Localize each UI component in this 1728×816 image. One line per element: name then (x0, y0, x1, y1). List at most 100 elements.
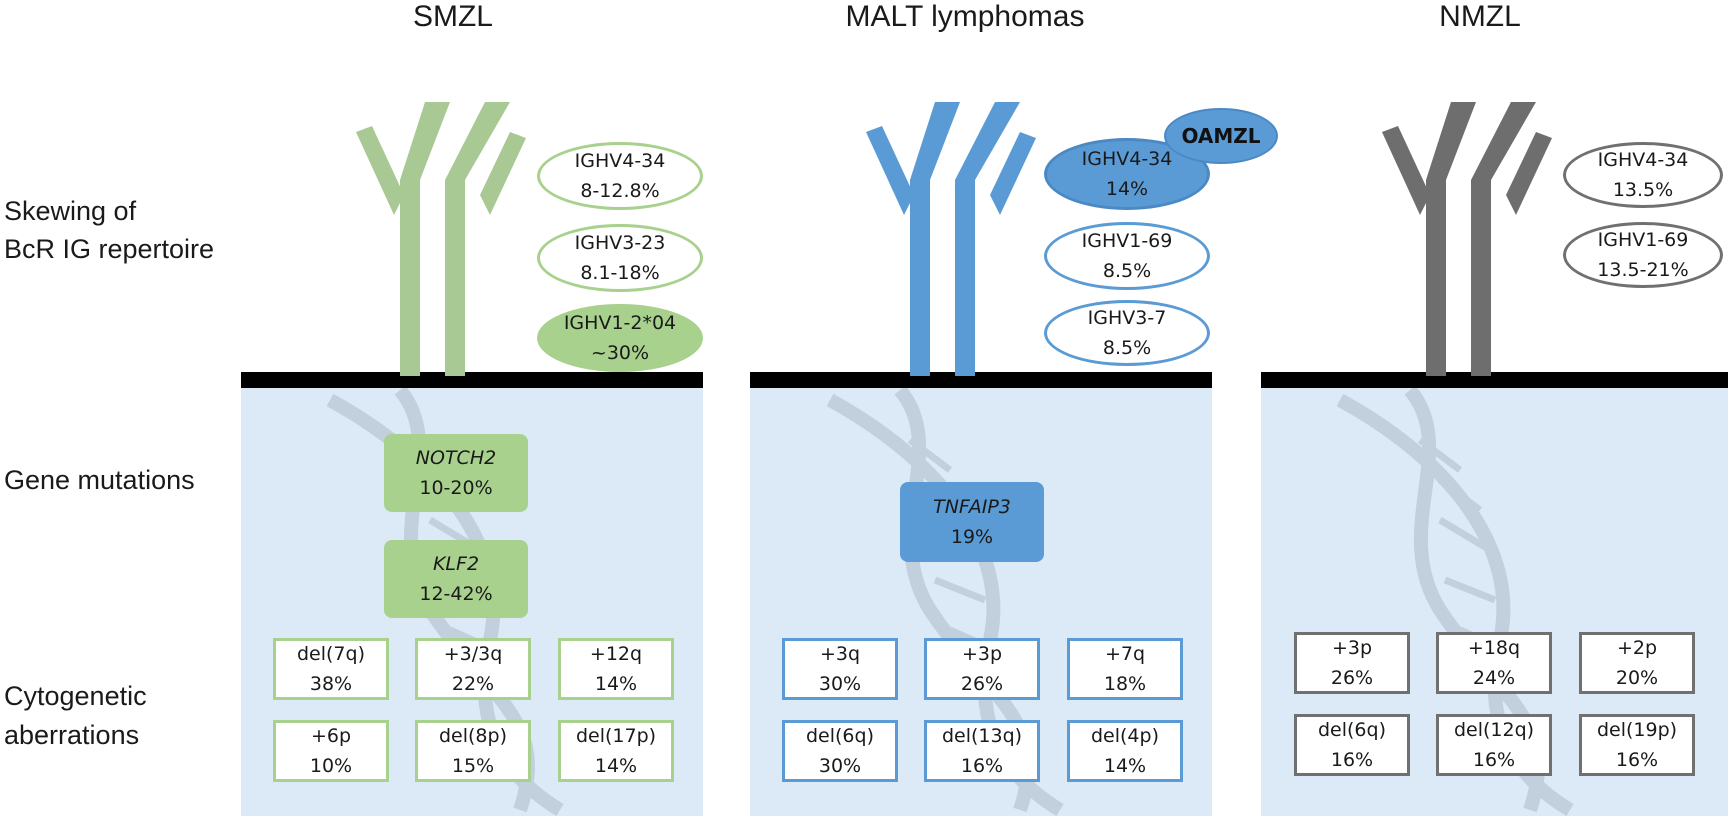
ig-gene: IGHV1-2*04 (563, 312, 677, 334)
cytogenetic-name: del(17p) (575, 725, 657, 747)
cytogenetic-box: +3q 30% (782, 638, 898, 700)
cytogenetic-percent: 18% (1103, 673, 1147, 695)
ig-oval: IGHV4-34 8-12.8% (537, 142, 703, 210)
cytogenetic-box: +3p 26% (1294, 632, 1410, 694)
ig-gene: IGHV4-34 (1081, 148, 1173, 170)
cytogenetic-name: del(6q) (1317, 719, 1386, 741)
cytogenetic-percent: 30% (818, 673, 862, 695)
antibody-icon-nmzl (1382, 102, 1552, 376)
row-label-gene-mutations: Gene mutations (4, 465, 195, 495)
ig-oval: IGHV3-7 8.5% (1044, 300, 1210, 366)
mutation-box: NOTCH2 10-20% (384, 434, 528, 512)
ig-percent: ~30% (590, 342, 650, 364)
cell-membrane-smzl (241, 372, 703, 388)
ig-gene: IGHV4-34 (574, 150, 666, 172)
cytogenetic-box: +7q 18% (1067, 638, 1183, 700)
ig-gene: IGHV1-69 (1081, 230, 1173, 252)
cytogenetic-percent: 24% (1472, 667, 1516, 689)
cytogenetic-name: +3p (961, 643, 1003, 665)
cytogenetic-percent: 22% (451, 673, 495, 695)
cytogenetic-box: del(12q) 16% (1436, 714, 1552, 776)
antibody-icon-smzl (356, 102, 526, 376)
ig-oval: IGHV4-34 13.5% (1563, 142, 1723, 208)
oamzl-badge: OAMZL (1164, 108, 1278, 164)
cytogenetic-percent: 16% (1615, 749, 1659, 771)
cytogenetic-box: +18q 24% (1436, 632, 1552, 694)
mutation-percent: 19% (950, 526, 994, 548)
cytogenetic-percent: 30% (818, 755, 862, 777)
cytogenetic-name: +3p (1331, 637, 1373, 659)
cytogenetic-percent: 15% (451, 755, 495, 777)
cell-membrane-nmzl (1261, 372, 1728, 388)
cytogenetic-box: del(19p) 16% (1579, 714, 1695, 776)
mutation-percent: 12-42% (419, 583, 493, 605)
cytogenetic-percent: 16% (1472, 749, 1516, 771)
cytogenetic-box: +3p 26% (924, 638, 1040, 700)
ig-percent: 8-12.8% (580, 180, 660, 202)
ig-oval: IGHV1-69 13.5-21% (1563, 222, 1723, 288)
cytogenetic-box: del(13q) 16% (924, 720, 1040, 782)
cytogenetic-name: del(7q) (296, 643, 365, 665)
cytogenetic-percent: 38% (309, 673, 353, 695)
ig-percent: 8.5% (1102, 337, 1152, 359)
cytogenetic-name: del(12q) (1453, 719, 1535, 741)
cytogenetic-percent: 14% (594, 673, 638, 695)
cytogenetic-box: del(4p) 14% (1067, 720, 1183, 782)
cytogenetic-box: del(8p) 15% (415, 720, 531, 782)
cytogenetic-box: del(6q) 16% (1294, 714, 1410, 776)
ig-gene: IGHV3-7 (1087, 307, 1167, 329)
row-label-skewing-2: BcR IG repertoire (4, 234, 215, 264)
ig-gene: IGHV1-69 (1597, 229, 1689, 251)
mutation-percent: 10-20% (419, 477, 493, 499)
column-title-nmzl: NMZL (1439, 0, 1521, 33)
cytogenetic-percent: 20% (1615, 667, 1659, 689)
cytogenetic-percent: 14% (594, 755, 638, 777)
cytogenetic-box: +2p 20% (1579, 632, 1695, 694)
ig-percent: 13.5-21% (1597, 259, 1689, 281)
cytogenetic-name: del(13q) (941, 725, 1023, 747)
mutation-gene: NOTCH2 (415, 447, 497, 469)
cytogenetic-name: +12q (589, 643, 643, 665)
cell-membrane-malt (750, 372, 1212, 388)
ig-gene: IGHV3-23 (574, 232, 666, 254)
cytogenetic-name: +7q (1104, 643, 1146, 665)
cytogenetic-box: +12q 14% (558, 638, 674, 700)
ig-percent: 8.1-18% (580, 262, 660, 284)
ig-percent: 14% (1105, 178, 1149, 200)
ig-percent: 13.5% (1612, 179, 1674, 201)
cytogenetic-box: del(6q) 30% (782, 720, 898, 782)
row-label-cytogenetic-2: aberrations (4, 720, 140, 750)
ig-gene: IGHV4-34 (1597, 149, 1689, 171)
cytogenetic-percent: 14% (1103, 755, 1147, 777)
cytogenetic-percent: 10% (309, 755, 353, 777)
mutation-gene: KLF2 (432, 553, 480, 575)
cytogenetic-name: +2p (1616, 637, 1658, 659)
cytogenetic-box: del(17p) 14% (558, 720, 674, 782)
ig-oval: IGHV3-23 8.1-18% (537, 224, 703, 292)
cytogenetic-name: +6p (310, 725, 352, 747)
cytogenetic-name: del(8p) (438, 725, 507, 747)
mutation-box: KLF2 12-42% (384, 540, 528, 618)
cytogenetic-name: del(6q) (805, 725, 874, 747)
ig-oval: IGHV1-69 8.5% (1044, 222, 1210, 290)
row-label-cytogenetic-1: Cytogenetic (4, 681, 147, 711)
cytogenetic-percent: 16% (960, 755, 1004, 777)
cytogenetic-name: +18q (1467, 637, 1521, 659)
column-title-smzl: SMZL (412, 0, 493, 33)
mutation-box: TNFAIP3 19% (900, 482, 1044, 562)
cytogenetic-name: +3q (819, 643, 861, 665)
cytogenetic-percent: 26% (960, 673, 1004, 695)
row-label-skewing-1: Skewing of (4, 196, 137, 226)
ig-oval: IGHV1-2*04 ~30% (537, 304, 703, 372)
cytogenetic-box: +6p 10% (273, 720, 389, 782)
antibody-icon-malt (866, 102, 1036, 376)
cytogenetic-name: del(19p) (1596, 719, 1678, 741)
cytogenetic-name: del(4p) (1090, 725, 1159, 747)
ig-percent: 8.5% (1102, 260, 1152, 282)
cytogenetic-name: +3/3q (443, 643, 503, 665)
cytogenetic-box: del(7q) 38% (273, 638, 389, 700)
cytogenetic-percent: 26% (1330, 667, 1374, 689)
column-title-malt: MALT lymphomas (845, 0, 1085, 33)
mutation-gene: TNFAIP3 (933, 496, 1011, 518)
cytogenetic-box: +3/3q 22% (415, 638, 531, 700)
